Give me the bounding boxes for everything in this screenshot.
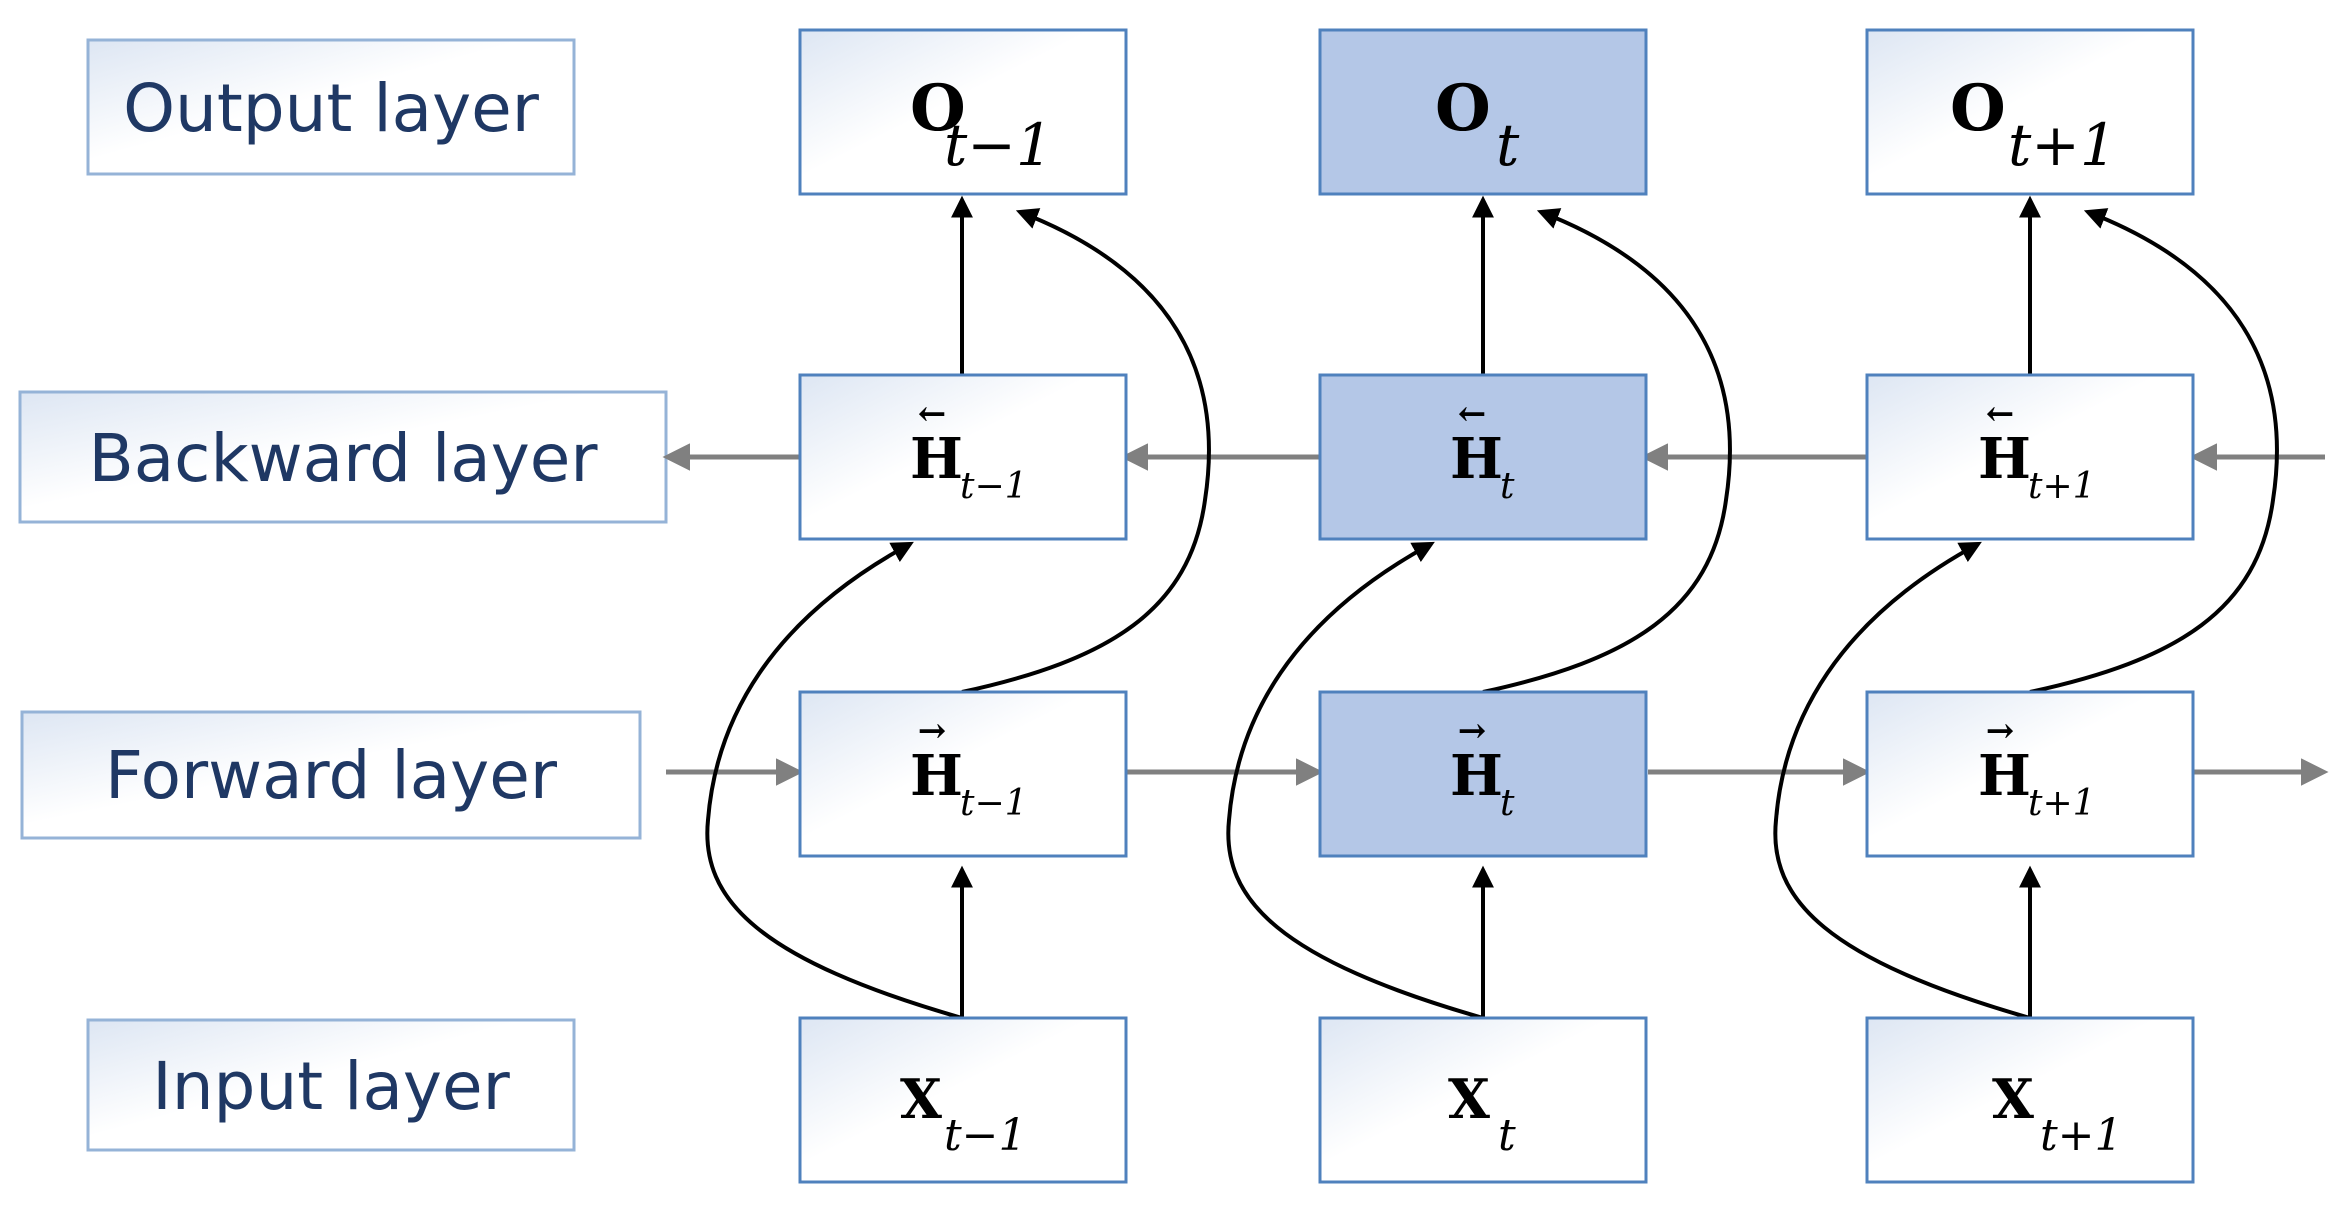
node-subscript: t — [1498, 1110, 1516, 1161]
node-symbol: H — [910, 743, 963, 809]
node-backward-t-minus-1: ← H t−1 — [798, 373, 1128, 541]
accent-right-arrow: → — [1986, 711, 2015, 751]
node-symbol: O — [1435, 71, 1491, 146]
node-input-t-minus-1: X t−1 — [798, 1016, 1128, 1184]
node-subscript: t+1 — [2008, 111, 2117, 179]
accent-left-arrow: ← — [1986, 394, 2015, 434]
layer-label-output: Output layer — [86, 38, 576, 176]
node-symbol: H — [1450, 743, 1503, 809]
node-output-t-minus-1: O t−1 — [798, 28, 1128, 196]
node-symbol: O — [1950, 71, 2006, 146]
node-output-t: O t — [1318, 28, 1648, 196]
accent-left-arrow: ← — [1458, 394, 1487, 434]
node-symbol: H — [1450, 426, 1503, 492]
layer-label-forward: Forward layer — [20, 710, 642, 840]
node-subscript: t — [1500, 783, 1515, 824]
connections-t-plus-1 — [1773, 195, 2279, 1020]
node-symbol: O — [910, 71, 966, 146]
node-subscript: t+1 — [2028, 783, 2096, 824]
node-forward-t-plus-1: → H t+1 — [1865, 690, 2195, 858]
layer-label-backward: Backward layer — [18, 390, 668, 524]
accent-left-arrow: ← — [918, 394, 947, 434]
node-symbol: X — [1992, 1067, 2034, 1131]
input-layer-label: Input layer — [152, 1048, 510, 1125]
backward-layer-label: Backward layer — [88, 420, 598, 497]
output-layer-label: Output layer — [123, 70, 540, 147]
node-backward-t: ← H t — [1318, 373, 1648, 541]
node-symbol: X — [1448, 1067, 1490, 1131]
node-forward-t-minus-1: → H t−1 — [798, 690, 1128, 858]
connections-t-minus-1 — [705, 195, 1211, 1020]
node-subscript: t+1 — [2040, 1110, 2123, 1161]
node-forward-t: → H t — [1318, 690, 1648, 858]
node-subscript: t−1 — [960, 466, 1028, 507]
node-subscript: t+1 — [2028, 466, 2096, 507]
forward-layer-label: Forward layer — [105, 737, 558, 814]
node-symbol: H — [1978, 743, 2031, 809]
connections-t — [1226, 195, 1732, 1020]
node-output-t-plus-1: O t+1 — [1865, 28, 2195, 196]
node-backward-t-plus-1: ← H t+1 — [1865, 373, 2195, 541]
node-subscript: t — [1500, 466, 1515, 507]
accent-right-arrow: → — [918, 711, 947, 751]
node-input-t-plus-1: X t+1 — [1865, 1016, 2195, 1184]
node-symbol: H — [1978, 426, 2031, 492]
layer-label-input: Input layer — [86, 1018, 576, 1152]
node-subscript: t — [1496, 111, 1520, 179]
node-input-t: X t — [1318, 1016, 1648, 1184]
node-subscript: t−1 — [944, 111, 1053, 179]
accent-right-arrow: → — [1458, 711, 1487, 751]
node-subscript: t−1 — [960, 783, 1028, 824]
node-symbol: X — [900, 1067, 942, 1131]
node-subscript: t−1 — [944, 1110, 1027, 1161]
node-symbol: H — [910, 426, 963, 492]
